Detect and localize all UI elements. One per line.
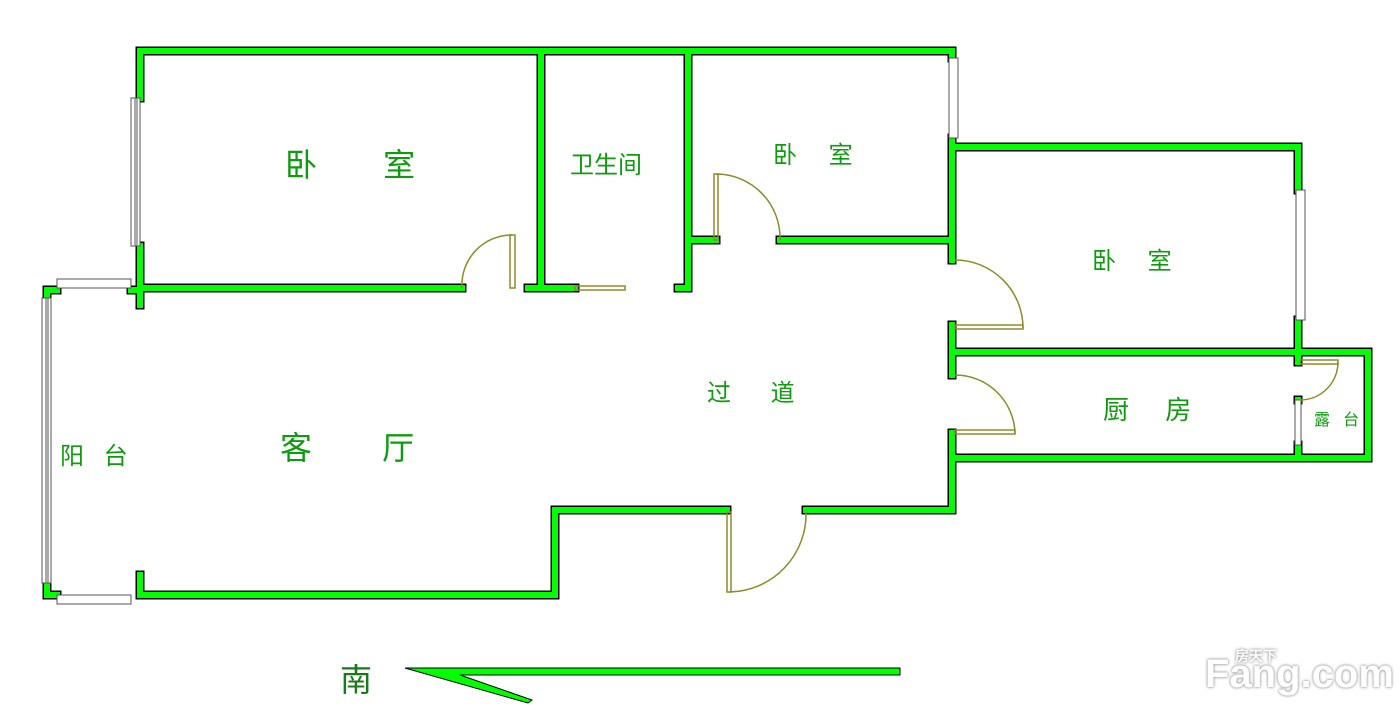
wall-segment	[137, 507, 730, 598]
room-label-bedroom-third: 卧 室	[1092, 247, 1184, 275]
wall-segment	[135, 46, 957, 103]
room-label-kitchen: 厨 房	[1103, 396, 1206, 426]
room-label-living-room: 客 厅	[280, 429, 445, 467]
wall-segment	[803, 430, 955, 513]
wall-segment	[949, 144, 1301, 193]
windows	[41, 57, 1306, 605]
wall-segment	[675, 48, 691, 291]
room-label-bedroom-main: 卧 室	[285, 146, 444, 184]
room-label-bathroom: 卫生间	[570, 151, 642, 179]
compass-south-label: 南	[340, 661, 385, 699]
wall-segment	[801, 428, 957, 515]
wall-segment	[44, 580, 60, 598]
wall-segment	[137, 48, 955, 101]
wall-segment	[947, 142, 1303, 195]
doors	[461, 173, 1339, 593]
room-label-terrace: 露 台	[1314, 410, 1364, 429]
wall-segment	[949, 349, 1371, 461]
south-arrow	[404, 667, 901, 704]
room-label-balcony: 阳 台	[60, 442, 134, 470]
walls	[42, 46, 1373, 600]
wall-segment	[135, 505, 732, 600]
wall-segment	[44, 287, 60, 301]
room-label-corridor: 过 道	[707, 379, 811, 407]
room-label-bedroom-second: 卧 室	[773, 141, 865, 169]
